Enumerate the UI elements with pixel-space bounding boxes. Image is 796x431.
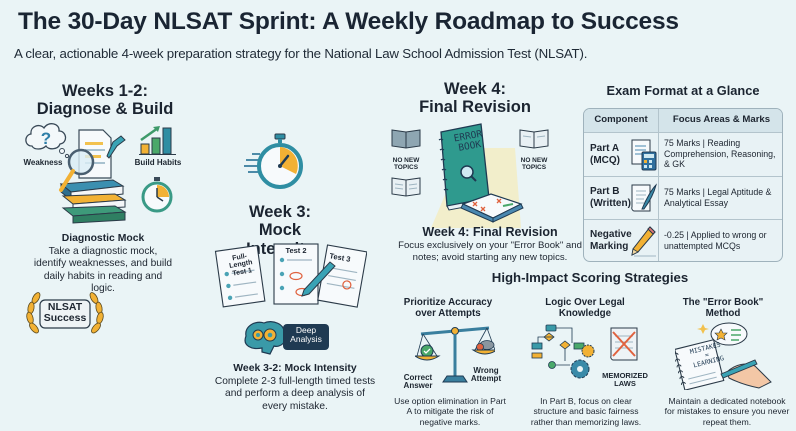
page-subtitle: A clear, actionable 4-week preparation s… <box>14 46 588 61</box>
week-3-description: Complete 2-3 full-length timed tests and… <box>214 376 376 412</box>
table-row: Part B (Written) 75 Marks | Legal Aptitu… <box>584 176 782 219</box>
week-3-subheading: Week 3-2: Mock Intensity <box>233 363 357 374</box>
weeks-1-2-description: Take a diagnostic mock, identify weaknes… <box>33 246 173 295</box>
diagnostic-mock-subheading: Diagnostic Mock <box>61 233 145 244</box>
weakness-label: Weakness <box>23 158 63 167</box>
page-title: The 30-Day NLSAT Sprint: A Weekly Roadma… <box>18 8 679 35</box>
memorized-laws-label: MEMORIZED LAWS <box>602 371 648 389</box>
table-row: Negative Marking -0.25 | Applied to wron… <box>584 219 782 261</box>
strategy-1-title: Prioritize Accuracy over Attempts <box>403 297 493 319</box>
table-row: Part A (MCQ) 75 Marks | Reading Comprehe… <box>584 132 782 176</box>
laurel-wreath-icon <box>26 292 104 334</box>
svg-text:?: ? <box>41 129 51 148</box>
open-book-icon <box>519 129 549 149</box>
weeks-1-2-heading: Weeks 1-2: Diagnose & Build <box>36 82 174 119</box>
strategies-heading: High-Impact Scoring Strategies <box>491 270 689 285</box>
correct-answer-label: Correct Answer <box>403 373 433 391</box>
test-papers-icon <box>214 243 367 308</box>
week-4-subheading: Week 4: Final Revision <box>422 225 558 239</box>
test-2-label: Test 2 <box>285 246 307 255</box>
table-column-divider <box>658 109 659 261</box>
flowchart-gears-icon <box>531 324 595 379</box>
build-habits-label: Build Habits <box>134 158 182 167</box>
strategy-2-title: Logic Over Legal Knowledge <box>545 297 625 319</box>
open-book-icon <box>391 129 421 149</box>
strategy-1-description: Use option elimination in Part A to miti… <box>394 396 506 427</box>
week-4-heading: Week 4: Final Revision <box>419 80 531 117</box>
crossed-out-scroll-icon <box>610 327 638 361</box>
nlsat-success-badge: NLSAT Success <box>43 301 87 325</box>
books-document-magnifier-icon <box>59 129 127 224</box>
week-4-description: Focus exclusively on your "Error Book" a… <box>398 240 582 263</box>
column-header-component: Component <box>594 114 648 125</box>
pencil-icon <box>631 226 656 257</box>
exam-format-table: Component Focus Areas & Marks Part A (MC… <box>583 108 783 262</box>
timer-stopwatch-icon <box>244 133 303 189</box>
brain-gears-icon <box>244 321 286 355</box>
deep-analysis-badge: Deep Analysis <box>283 324 329 350</box>
strategy-2-description: In Part B, focus on clear structure and … <box>530 396 642 427</box>
column-header-focus: Focus Areas & Marks <box>672 114 771 125</box>
exam-format-heading: Exam Format at a Glance <box>606 83 760 98</box>
wrong-attempt-label: Wrong Attempt <box>470 366 502 384</box>
scroll-quill-icon <box>631 183 657 212</box>
strategy-3-description: Maintain a dedicated notebook for mistak… <box>664 396 790 427</box>
calculator-document-icon <box>631 139 657 171</box>
stopwatch-icon <box>141 177 173 213</box>
growth-bar-chart-icon <box>139 126 176 155</box>
error-book-icon <box>431 123 524 228</box>
balance-scale-icon <box>415 326 495 383</box>
table-header-row: Component Focus Areas & Marks <box>584 109 782 132</box>
question-cloud-icon: ? <box>25 123 70 159</box>
no-new-topics-label-left: NO NEW TOPICS <box>392 157 420 172</box>
notebook-hand-writing-icon <box>675 322 772 390</box>
strategy-3-title: The "Error Book" Method <box>682 297 764 319</box>
open-book-icon <box>391 177 421 197</box>
no-new-topics-label-right: NO NEW TOPICS <box>520 157 548 172</box>
